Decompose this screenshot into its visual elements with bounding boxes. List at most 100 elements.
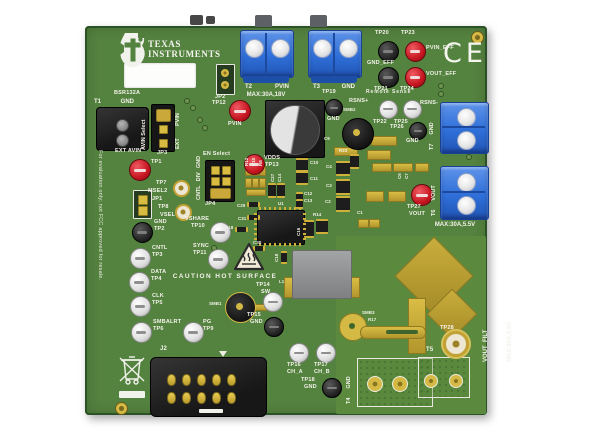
connector-T1 [96, 107, 149, 151]
component-ref-C6: C6 [397, 173, 402, 179]
jumper-JP2-label: JP2 [215, 94, 226, 100]
test-point-TP24 [404, 66, 426, 88]
terminal-T7-label: T7 GND [429, 122, 435, 150]
test-point-signal: GND [304, 384, 317, 390]
via [438, 83, 444, 89]
test-point-TP19 [325, 99, 343, 117]
component-ref-C12: C12 [304, 191, 313, 196]
component-body [336, 161, 350, 176]
jumper-pin [222, 177, 231, 186]
test-point-TP16 [289, 343, 309, 363]
jumper-pin [222, 166, 231, 175]
test-point-TP6 [130, 321, 152, 343]
component-body [333, 33, 335, 75]
test-point-id: TP22 [373, 119, 387, 125]
test-point-id: TP6 [153, 326, 164, 332]
jumper-pad [138, 195, 148, 205]
terminal-T2-label: T2 PVIN [245, 84, 289, 90]
terminal-screw [245, 39, 264, 58]
jumper-JP1 [133, 190, 152, 219]
test-point-signal: PG [203, 319, 212, 325]
test-point-signal: RSNS- [420, 100, 439, 106]
jumper-JP3-option-ext: EXT [175, 138, 181, 149]
test-point-id: TP16 [287, 362, 301, 368]
test-point-id: TP15 [247, 312, 261, 318]
component-body [310, 15, 327, 27]
terminal-screw [457, 131, 476, 150]
component-ref-SMB3: SMB3 [362, 310, 375, 315]
terminal-screw [313, 39, 332, 58]
ic-pins [259, 243, 301, 246]
component-body [336, 179, 350, 195]
component-body [367, 150, 391, 160]
terminal-screw [271, 39, 290, 58]
component-ref-C2: C2 [325, 199, 331, 204]
capacitor-C9 [265, 100, 325, 158]
component-ref-C16: C16 [296, 227, 301, 236]
test-point-signal: GND [154, 219, 167, 225]
component-ref-R12: R12 [244, 157, 249, 166]
test-point-id: TP10 [191, 223, 205, 229]
via [184, 98, 190, 104]
test-point-TP20 [377, 40, 399, 62]
component-body [253, 246, 265, 251]
jumper-pin [211, 166, 220, 175]
ic-U1 [257, 210, 305, 245]
test-point-id: TP26 [390, 124, 404, 130]
test-point-TP4 [128, 271, 150, 293]
test-point-signal: MSEL2 [148, 188, 168, 194]
component-body [304, 220, 314, 238]
test-point-signal: VOUT_EFF [426, 71, 457, 77]
ic-pins [303, 213, 306, 240]
component-body [259, 178, 266, 188]
component-ref-C18: C18 [274, 253, 279, 262]
test-point-TP10 [209, 221, 231, 243]
connector-pad [392, 376, 408, 392]
terminal-T3 [308, 30, 362, 78]
test-point-id: TP14 [256, 282, 270, 288]
test-point-signal: PVIN [228, 121, 242, 127]
test-point-signal: CH_A [287, 369, 303, 375]
component-ref-C10: C10 [310, 160, 319, 165]
test-point-signal: CH_B [314, 369, 330, 375]
via [438, 91, 444, 97]
connector-pin [116, 134, 129, 147]
component-ref-C11: C11 [310, 176, 319, 181]
terminal-screw [457, 196, 476, 215]
smb2-center [353, 129, 360, 136]
connector-pin [197, 374, 206, 386]
test-point-signal: GND_EFF [367, 60, 395, 66]
component-ref-C3: C3 [326, 183, 332, 188]
test-point-signal: VSHARE [185, 216, 210, 222]
via [202, 125, 208, 131]
component-body [246, 189, 266, 196]
disclaimer-text: For evaluation only; not FCC approved fo… [97, 150, 103, 281]
component-body [255, 15, 272, 27]
component-ref-C9: C9 [324, 136, 330, 141]
terminal-screw [339, 39, 358, 58]
via [190, 105, 196, 111]
terminal-T6 [440, 166, 489, 220]
component-ref-R17: R17 [368, 317, 377, 322]
test-point-TP18 [322, 378, 342, 398]
brand-line1: TEXAS [148, 39, 182, 49]
test-point-signal: GND [406, 138, 419, 144]
connector-signal: GND [120, 99, 134, 105]
jumper-pad [221, 81, 229, 89]
terminal-T7 [440, 102, 489, 154]
component-ref-L1: L1 [279, 279, 285, 284]
component-body [190, 15, 203, 25]
component-body [316, 219, 328, 234]
component-ref-C27: C27 [270, 173, 275, 182]
connector-pin [182, 374, 191, 386]
test-point-id: TP5 [152, 300, 163, 306]
jumper-JP3-title: AVIN Select [141, 119, 147, 150]
jumper-pad [221, 69, 229, 77]
terminal-flange [243, 76, 289, 83]
component-body [369, 219, 380, 228]
terminal-screw [457, 108, 476, 127]
connector-id: T1 [94, 99, 102, 105]
mounting-hole [115, 402, 128, 415]
jumper-JP3 [151, 104, 175, 152]
connector-pin [212, 392, 221, 404]
